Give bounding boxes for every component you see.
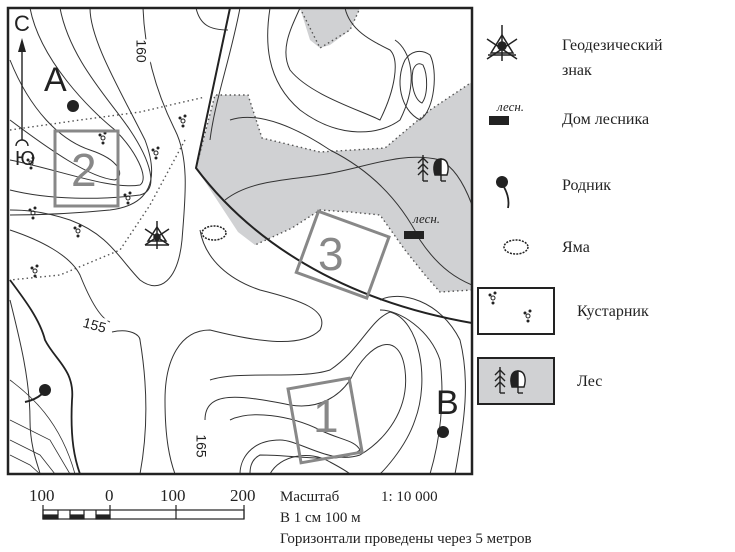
legend-geodetic-label-2: знак (562, 62, 592, 79)
legend-forester-label: Дом лесника (562, 111, 650, 128)
plot-3-label: 3 (318, 228, 344, 280)
north-label: С (14, 11, 30, 36)
scale-tick-100-left: 100 (29, 486, 55, 505)
plot-2-frame (53, 129, 120, 208)
point-a-label: А (44, 61, 67, 99)
legend-geodetic-label: Геодезический (562, 37, 663, 54)
pit-icon (201, 225, 227, 241)
point-b-marker (437, 426, 449, 438)
scale-tick-100: 100 (160, 486, 186, 505)
scale-per-cm: В 1 см 100 м (280, 510, 361, 526)
forest-area (300, 8, 360, 48)
legend-forester-caption: лесн. (497, 99, 525, 114)
legend-forest-label: Лес (577, 373, 603, 390)
legend-shrub-label: Кустарник (577, 303, 649, 320)
legend-forester-house-icon (489, 116, 509, 125)
forest-icon (417, 155, 449, 182)
forester-house-label: лесн. (413, 211, 441, 226)
scale-title: Масштаб (280, 489, 340, 505)
legend-spring-icon (496, 176, 510, 209)
contour-label-160: 160 (132, 39, 151, 63)
legend-geodetic-sign-icon (486, 25, 518, 61)
plot-3-frame (294, 209, 391, 300)
spring-icon (24, 384, 51, 403)
scale-bar (42, 505, 245, 520)
legend-shrub-icon (477, 287, 555, 335)
contour-interval-note: Горизонтали проведены через 5 метров (280, 531, 532, 547)
map-area (9, 8, 472, 474)
geodetic-sign-icon (144, 221, 170, 249)
point-b-label: В (436, 384, 459, 422)
contour-lines (9, 8, 472, 474)
legend-pit-label: Яма (562, 239, 590, 256)
legend-pit-icon (503, 239, 529, 255)
shrub-symbols (26, 114, 187, 278)
plot-2-label: 2 (71, 144, 97, 196)
road (194, 8, 472, 324)
south-label: Ю (15, 148, 36, 170)
point-a-marker (67, 100, 79, 112)
scale-tick-200: 200 (230, 486, 256, 505)
legend-spring-label: Родник (562, 177, 612, 194)
forest-area (196, 82, 472, 292)
legend-forest-icon (477, 357, 555, 405)
scale-tick-0: 0 (105, 486, 114, 505)
north-arrow (15, 38, 29, 147)
forester-house-icon (404, 231, 424, 239)
map-frame (6, 6, 474, 476)
plot-1-label: 1 (313, 390, 339, 442)
scale-ratio: 1: 10 000 (381, 489, 438, 505)
plot-1-frame (286, 376, 364, 465)
contour-label-165: 165 (192, 434, 211, 458)
